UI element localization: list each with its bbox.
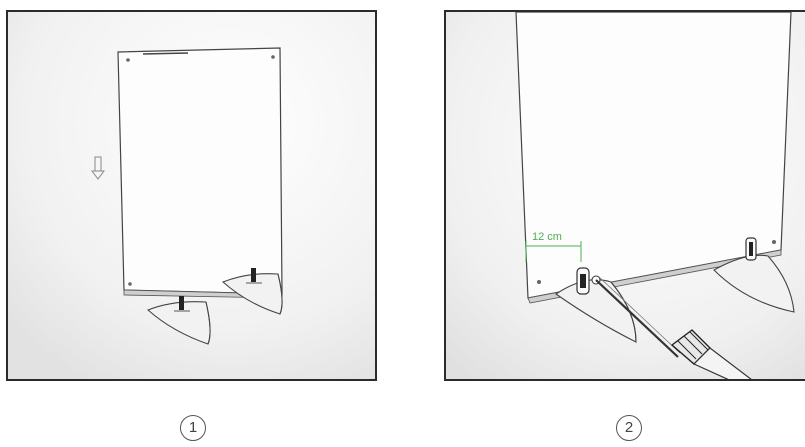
step-number-1: 1 bbox=[180, 415, 206, 441]
step-1-panel bbox=[6, 10, 377, 381]
step-number-2: 2 bbox=[616, 415, 642, 441]
step-1-illustration bbox=[8, 12, 377, 381]
step-2-panel: 12 cm bbox=[444, 10, 805, 381]
step-2-illustration: 12 cm bbox=[446, 12, 805, 381]
heater-panel bbox=[118, 48, 282, 298]
measurement-label: 12 cm bbox=[532, 231, 562, 243]
